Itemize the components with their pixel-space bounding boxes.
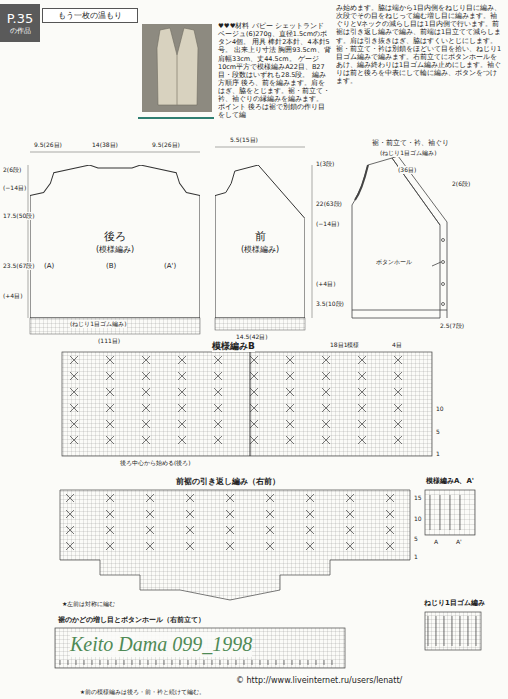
section-mark: A xyxy=(434,538,438,546)
note: (ねじり1目ゴム編み) xyxy=(70,320,127,328)
footnote: ★前の模様編みは後ろ・前・衿と続けて編む。 xyxy=(80,689,205,696)
node-text: (模様編み) xyxy=(241,244,279,255)
photo xyxy=(142,24,212,112)
note: (ねじり1目ゴム編み) xyxy=(380,149,437,157)
watermark: Keito Dama 099_1998 xyxy=(70,632,252,657)
note: 後ろ中心から始める(後ろ) xyxy=(120,459,191,467)
spec-text: ♥♥♥材料 パピー シェットランド ベージュ(6)270g、直径1.5cmのボタ… xyxy=(218,22,332,120)
row-number: 15 xyxy=(414,494,422,502)
row-number: 1 xyxy=(436,450,440,458)
row-number: 10 xyxy=(436,405,444,413)
vest-outline xyxy=(352,156,447,318)
row-number: 5 xyxy=(414,535,418,543)
back-piece: 後ろ(模様編み) xyxy=(30,165,200,318)
diagram-title: 裾・前立て・衿、袖ぐり xyxy=(372,139,449,148)
chart-title: 前裾の引き返し編み（右前） xyxy=(176,477,280,487)
dimension: (+4目) xyxy=(3,292,23,300)
row-number: 5 xyxy=(436,428,440,436)
chart-title: 模様編みB xyxy=(212,341,255,352)
dimension: 1(3段) xyxy=(316,160,334,168)
dimension: 22(63段) xyxy=(316,200,342,208)
chart-title: 裾のかどの増し目とボタンホール（右前立て） xyxy=(58,616,205,625)
dimension: 17.5(50段) xyxy=(3,212,35,220)
note: 4目 xyxy=(392,341,402,349)
callout: ボタンホール xyxy=(376,258,412,266)
node-text: の作品 xyxy=(10,26,31,36)
section-mark: (B) xyxy=(106,262,116,271)
dimension: (−14目) xyxy=(316,220,339,228)
dimension: 2.5(7段) xyxy=(440,322,464,330)
section-mark: A' xyxy=(456,538,462,546)
node-heading: もう一枚の温もり xyxy=(58,10,122,21)
dimension: (+4目) xyxy=(316,280,336,288)
title-box: もう一枚の温もり xyxy=(42,8,138,23)
chart-title: ねじり1目ゴム編み xyxy=(424,599,485,608)
dimension: 5.5(15目) xyxy=(230,136,258,144)
node-text: (模様編み) xyxy=(96,244,134,255)
note: 18目1模様 xyxy=(330,341,359,349)
node-heading: 前 xyxy=(255,229,266,244)
dimension: 23.5(67段) xyxy=(3,262,35,270)
front-piece: 前(模様編み) xyxy=(215,165,305,318)
url: © http://www.liveinternet.ru/users/lenat… xyxy=(236,676,402,686)
vest-photo xyxy=(157,28,198,105)
dimension: 14(38目) xyxy=(92,141,118,149)
dimension: 3.5(10段) xyxy=(316,300,344,308)
dimension: 9.5(26目) xyxy=(34,141,62,149)
section-mark: (A') xyxy=(164,262,176,271)
dimension: (111目) xyxy=(98,337,120,345)
accent-line xyxy=(138,117,214,119)
dimension: 2(6段) xyxy=(452,180,470,188)
dimension: (36目) xyxy=(398,166,416,174)
spec-text: み始めます。脇は端から1目内側をねじり目に編み、次段でその目をねじって編む増し目… xyxy=(336,4,502,85)
row-number: 10 xyxy=(414,515,422,523)
page-tab: P.35の作品 xyxy=(0,4,40,42)
node-heading: 後ろ xyxy=(104,229,126,244)
dimension: 2(6段) xyxy=(3,166,21,174)
dimension: 14.5(42目) xyxy=(236,333,268,341)
chart-title: 模様編みA、A' xyxy=(426,477,474,486)
node-heading: P.35 xyxy=(7,11,34,26)
note: ★左前は対称に編む xyxy=(62,600,115,608)
row-number: 1 xyxy=(414,553,418,561)
dimension: 9.5(26目) xyxy=(152,141,180,149)
dimension: (−14目) xyxy=(3,184,26,192)
section-mark: (A) xyxy=(44,262,54,271)
